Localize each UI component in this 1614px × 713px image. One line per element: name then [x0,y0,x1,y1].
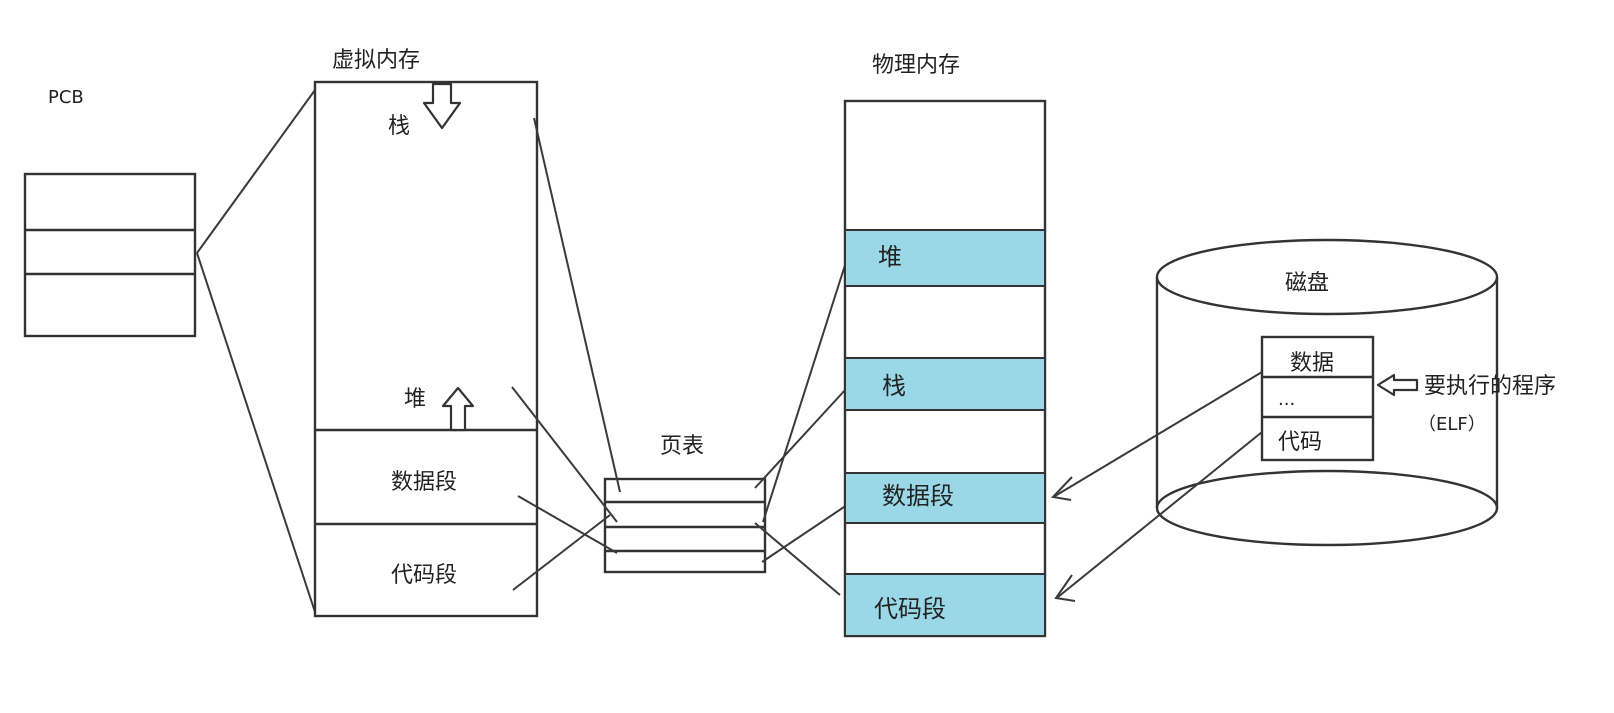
pm-heap-block [844,229,1046,287]
pm-stack-label: 栈 [882,372,906,400]
vm-stack-label: 栈 [388,114,410,139]
vm-data-segment-label: 数据段 [391,470,457,495]
virtual-memory-box [313,80,539,618]
elf-file-box [1260,335,1375,462]
pcb-box [23,172,197,338]
stack-grow-down-icon [422,82,462,130]
pm-code-segment-label: 代码段 [874,595,946,623]
elf-annotation-line2: （ELF） [1418,414,1486,435]
pm-heap-label: 堆 [878,243,902,271]
pm-code-segment-block [844,573,1046,637]
elf-row-ellipsis: ... [1278,389,1295,410]
disk-to-physical-arrows [1050,371,1263,602]
pm-data-segment-block [844,472,1046,524]
physical-memory-title: 物理内存 [872,53,960,78]
pcb-to-virtual-memory-lines [196,89,316,613]
virtual-to-page-table-lines [511,117,621,591]
elf-annotation-line1: 要执行的程序 [1424,374,1556,399]
page-table-box [603,477,767,574]
elf-row-code: 代码 [1278,430,1322,455]
page-table-title: 页表 [660,434,704,459]
pm-stack-block [844,357,1046,411]
virtual-memory-title: 虚拟内存 [332,48,420,73]
heap-grow-up-icon [441,386,475,432]
vm-code-segment-label: 代码段 [391,563,457,588]
page-table-to-physical-lines [754,261,848,596]
pm-data-segment-label: 数据段 [882,482,954,510]
disk-title: 磁盘 [1285,271,1329,296]
elf-row-data: 数据 [1290,351,1334,376]
pcb-label: PCB [48,87,84,108]
elf-pointer-icon [1376,373,1419,397]
physical-memory-box [843,99,1047,638]
vm-heap-label: 堆 [404,387,426,412]
